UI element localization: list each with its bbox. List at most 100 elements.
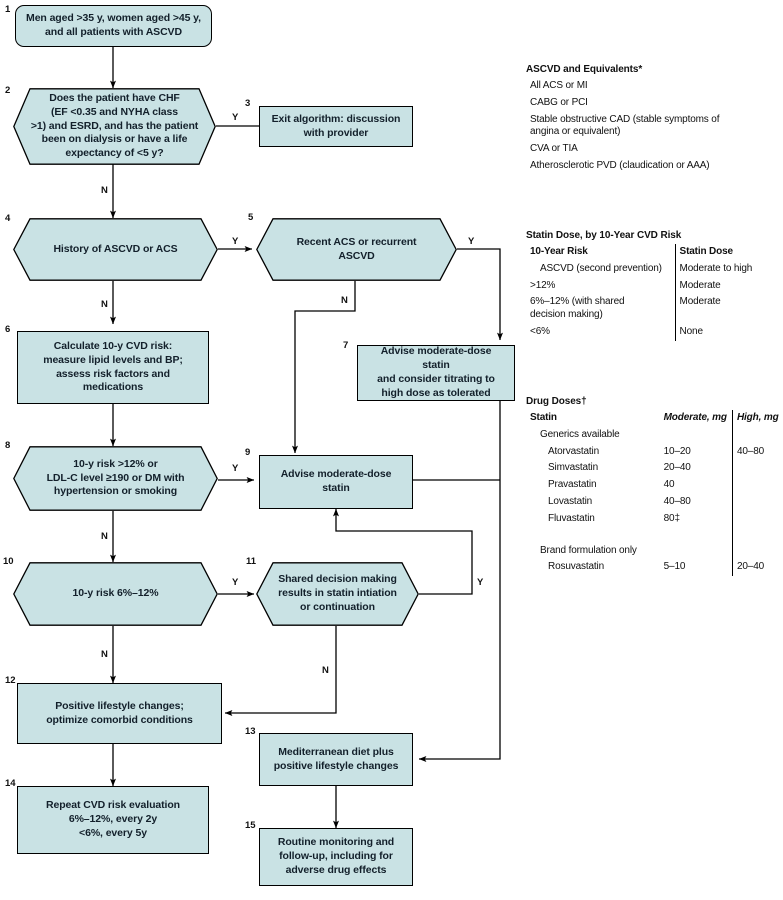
table-drug-doses-grid: Statin Moderate, mg High, mg Generics av… [526, 410, 783, 577]
drug-moderate-4: 40–80 [663, 495, 691, 507]
step-number-9: 9 [245, 447, 251, 458]
drug-high-8: 20–40 [731, 559, 783, 577]
drug-moderate-5: 80‡ [663, 512, 680, 524]
step-number-2: 2 [5, 85, 11, 96]
branch-label-11-yes: Y [477, 577, 484, 588]
drug-statin-4: Lovastatin [548, 495, 593, 507]
ascvd-row-1: CABG or PCI [530, 96, 588, 108]
step-number-6: 6 [5, 324, 11, 335]
node-9[interactable]: Advise moderate-dose statin [259, 455, 413, 509]
ascvd-row-0: All ACS or MI [530, 80, 588, 91]
drug-high-6 [731, 527, 783, 543]
table-drug-doses: Drug Doses† Statin Moderate, mg High, mg… [526, 396, 783, 577]
branch-label-4-no: N [101, 299, 108, 310]
branch-label-5-no: N [341, 295, 348, 306]
branch-label-5-yes: Y [468, 236, 475, 247]
node-11-label: Shared decision making results in statin… [278, 573, 397, 613]
node-8-label: 10-y risk >12% or LDL-C level ≥190 or DM… [46, 457, 185, 498]
node-1[interactable]: Men aged >35 y, women aged >45 y, and al… [15, 5, 212, 47]
table-ascvd-grid: All ACS or MI CABG or PCI Stable obstruc… [526, 78, 783, 175]
node-1-label: Men aged >35 y, women aged >45 y, and al… [26, 12, 201, 38]
step-number-3: 3 [245, 98, 251, 109]
drug-moderate-8: 5–10 [663, 561, 686, 573]
step-number-14: 14 [5, 778, 16, 789]
node-2[interactable]: Does the patient have CHF (EF <0.35 and … [13, 88, 216, 165]
node-3-label: Exit algorithm: discussion with provider [271, 112, 401, 139]
drug-statin-6 [526, 528, 660, 543]
drug-high-2 [731, 460, 783, 478]
node-6-label: Calculate 10-y CVD risk: measure lipid l… [43, 339, 183, 394]
ascvd-row-4: Atherosclerotic PVD (claudication or AAA… [530, 159, 710, 171]
statin-dose-value-3: None [674, 323, 783, 341]
statin-dose-risk-0: ASCVD (second prevention) [540, 262, 662, 274]
drug-moderate-7 [660, 543, 733, 560]
node-4-label: History of ASCVD or ACS [53, 242, 178, 255]
node-10-label: 10-y risk 6%–12% [72, 587, 159, 600]
table-row: >12% Moderate [526, 277, 783, 295]
drug-moderate-0 [660, 427, 733, 444]
step-number-11: 11 [246, 556, 257, 567]
drug-high-1: 40–80 [731, 443, 783, 461]
step-number-15: 15 [245, 820, 256, 831]
table-row: Atherosclerotic PVD (claudication or AAA… [526, 158, 783, 175]
node-4[interactable]: History of ASCVD or ACS [13, 218, 218, 281]
node-14-label: Repeat CVD risk evaluation 6%–12%, every… [46, 799, 180, 839]
ascvd-row-3: CVA or TIA [530, 143, 578, 155]
drug-statin-2: Simvastatin [548, 462, 599, 474]
statin-dose-header-0: 10-Year Risk [530, 246, 588, 257]
node-8[interactable]: 10-y risk >12% or LDL-C level ≥190 or DM… [13, 446, 218, 511]
drug-header-1: Moderate, mg [663, 412, 727, 423]
node-5[interactable]: Recent ACS or recurrent ASCVD [256, 218, 457, 281]
branch-label-10-no: N [101, 649, 108, 660]
branch-label-10-yes: Y [232, 577, 239, 588]
drug-moderate-2: 20–40 [663, 462, 691, 474]
table-row: Lovastatin 40–80 [526, 493, 783, 511]
node-12-label: Positive lifestyle changes; optimize com… [46, 699, 193, 726]
step-number-4: 4 [5, 213, 11, 224]
node-9-label: Advise moderate-dose statin [280, 468, 392, 494]
statin-dose-value-1: Moderate [674, 277, 783, 295]
table-row: Brand formulation only [526, 542, 783, 560]
table-statin-dose: Statin Dose, by 10-Year CVD Risk 10-Year… [526, 230, 783, 341]
drug-header-0: Statin [530, 412, 557, 423]
node-3[interactable]: Exit algorithm: discussion with provider [259, 106, 413, 147]
table-row-spacer [526, 527, 783, 543]
table-ascvd-equivalents: ASCVD and Equivalents* All ACS or MI CAB… [526, 64, 783, 175]
drug-statin-1: Atorvastatin [548, 445, 600, 457]
drug-moderate-3: 40 [663, 479, 675, 491]
step-number-10: 10 [3, 556, 14, 567]
branch-label-8-no: N [101, 531, 108, 542]
node-15[interactable]: Routine monitoring and follow-up, includ… [259, 828, 413, 886]
drug-statin-3: Pravastatin [548, 479, 597, 491]
table-row: ASCVD (second prevention) Moderate to hi… [526, 260, 783, 278]
node-2-label: Does the patient have CHF (EF <0.35 and … [30, 91, 199, 160]
table-ascvd-title: ASCVD and Equivalents* [526, 64, 643, 75]
node-6[interactable]: Calculate 10-y CVD risk: measure lipid l… [17, 331, 209, 404]
drug-high-3 [731, 477, 783, 494]
ascvd-row-2: Stable obstructive CAD (stable symptoms … [530, 113, 720, 138]
table-row: Simvastatin 20–40 [526, 460, 783, 478]
node-14[interactable]: Repeat CVD risk evaluation 6%–12%, every… [17, 786, 209, 854]
step-number-1: 1 [5, 4, 11, 15]
step-number-13: 13 [245, 726, 256, 737]
drug-header-2: High, mg [731, 410, 783, 427]
drug-high-7 [731, 542, 783, 560]
drug-high-0 [731, 426, 783, 444]
node-12[interactable]: Positive lifestyle changes; optimize com… [17, 683, 222, 744]
table-row: Generics available [526, 426, 783, 444]
node-15-label: Routine monitoring and follow-up, includ… [277, 836, 395, 876]
statin-dose-value-0: Moderate to high [674, 260, 783, 278]
drug-statin-8: Rosuvastatin [548, 561, 605, 573]
step-number-7: 7 [343, 340, 349, 351]
node-11[interactable]: Shared decision making results in statin… [256, 562, 419, 626]
step-number-8: 8 [5, 440, 11, 451]
node-13[interactable]: Mediterranean diet plus positive lifesty… [259, 733, 413, 786]
table-row: Pravastatin 40 [526, 477, 783, 494]
node-10[interactable]: 10-y risk 6%–12% [13, 562, 218, 626]
node-13-label: Mediterranean diet plus positive lifesty… [273, 745, 399, 772]
drug-moderate-1: 10–20 [663, 445, 691, 457]
table-row: <6% None [526, 323, 783, 341]
node-7[interactable]: Advise moderate-dose statin and consider… [357, 345, 515, 401]
statin-dose-value-2: Moderate [674, 294, 783, 324]
